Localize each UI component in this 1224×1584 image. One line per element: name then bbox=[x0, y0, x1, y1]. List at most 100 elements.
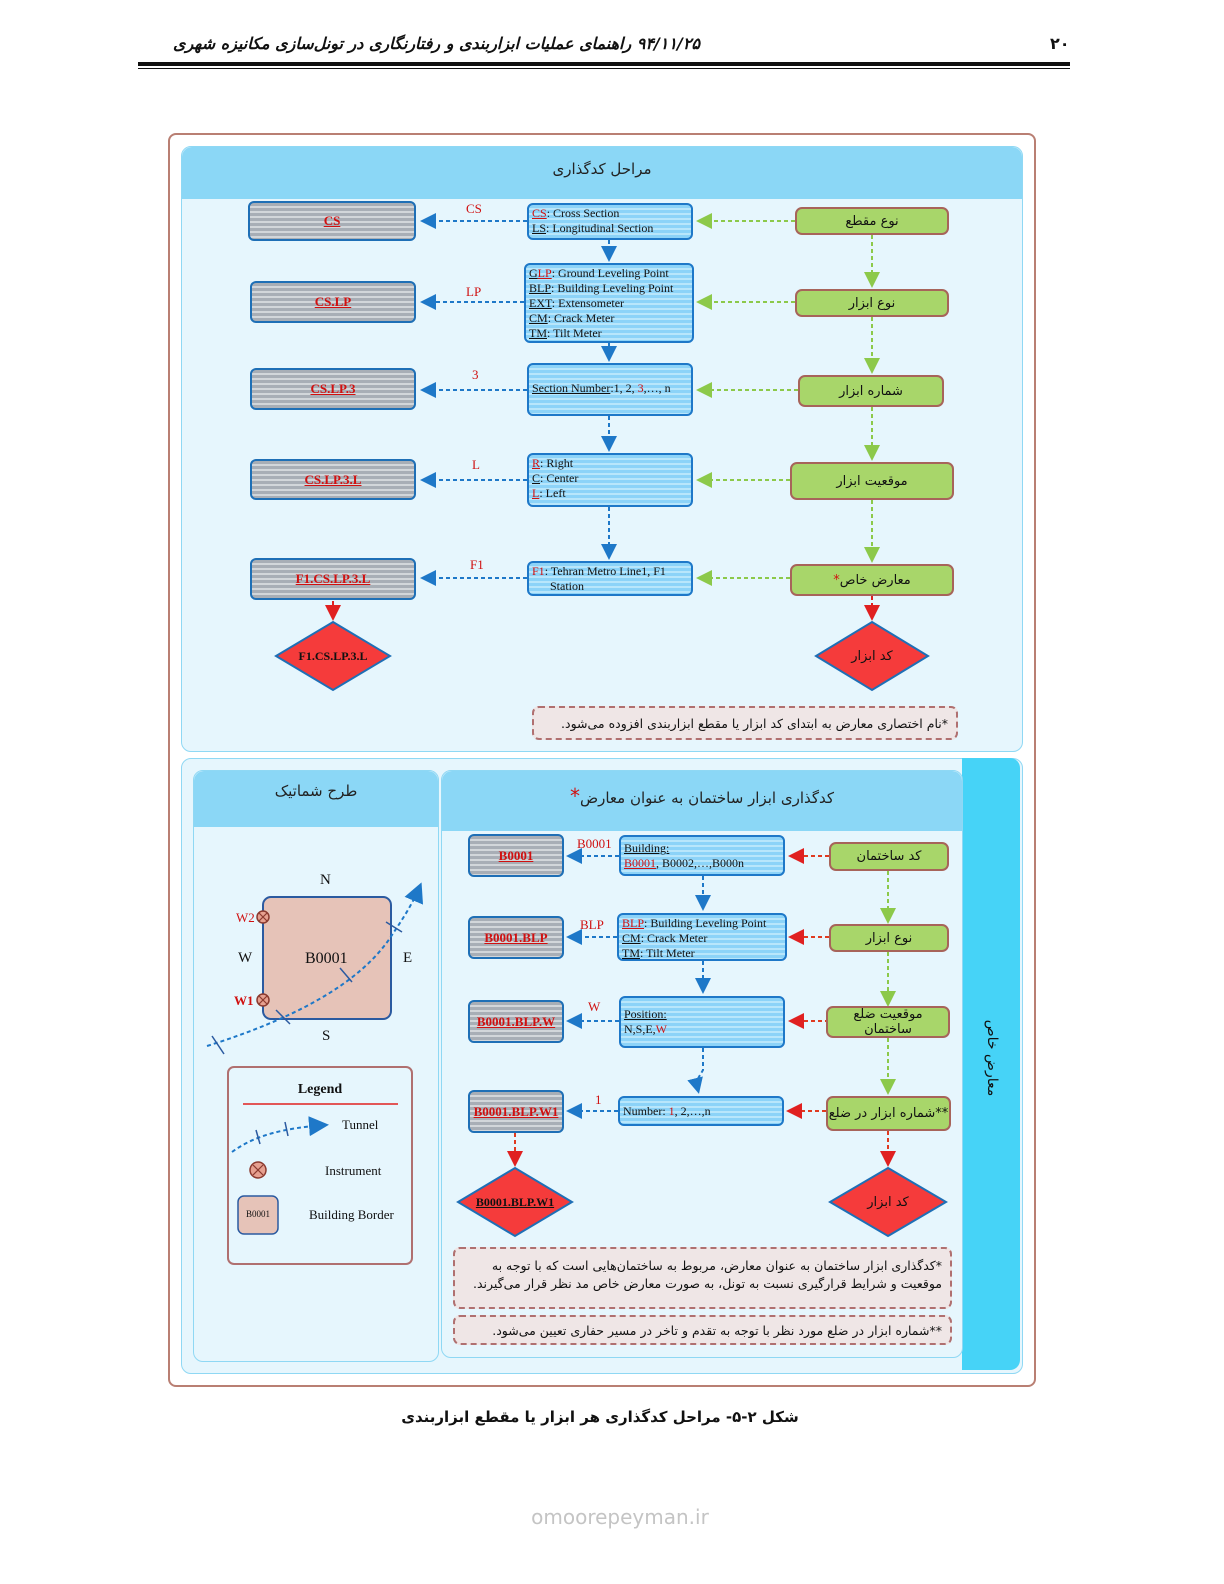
page-number: ۲۰ bbox=[1050, 34, 1070, 53]
option-line: GLP: Ground Leveling Point bbox=[529, 266, 669, 280]
result-code-2: CS.LP bbox=[250, 281, 416, 323]
running-header: ۹۴/۱۱/۲۵ راهنمای عملیات ابزاربندی و رفتا… bbox=[173, 34, 700, 53]
instrument-icon bbox=[256, 993, 270, 1007]
compass-south: S bbox=[322, 1028, 331, 1044]
coding-steps-title: مراحل کدگذاری bbox=[182, 147, 1022, 199]
watermark: omoorepeyman.ir bbox=[531, 1505, 709, 1529]
b-result-code-2: B0001.BLP bbox=[468, 916, 564, 959]
point-w2: W2 bbox=[236, 910, 255, 925]
result-code-4: CS.LP.3.L bbox=[250, 459, 416, 500]
options-position: R: Right C: Center L: Left bbox=[527, 453, 693, 507]
option-line: EXT: Extensometer bbox=[529, 296, 625, 310]
building-note-2: **شماره ابزار در ضلع مورد نظر با توجه به… bbox=[453, 1315, 952, 1345]
step-instrument-type: نوع ابزار bbox=[795, 289, 949, 317]
options-section-type: CS: Cross Section LS: Longitudinal Secti… bbox=[527, 203, 693, 240]
asterisk: * bbox=[833, 572, 840, 588]
arrow-label-5: F1 bbox=[470, 557, 484, 572]
compass-east: E bbox=[403, 950, 413, 966]
building-final-diamond-right bbox=[828, 1166, 948, 1238]
option-line: CS: Cross Section bbox=[532, 206, 620, 220]
step-instrument-number: شماره ابزار bbox=[798, 375, 944, 407]
point-w1: W1 bbox=[234, 993, 254, 1008]
legend-title: Legend bbox=[297, 1082, 343, 1097]
options-section-number: Section Number:1, 2, 3,…, n bbox=[527, 363, 693, 416]
option-line: CM: Crack Meter bbox=[622, 931, 708, 945]
tunnel-path bbox=[206, 882, 424, 1047]
option-line: BLP: Building Leveling Point bbox=[529, 281, 674, 295]
schematic-title: طرح شماتیک bbox=[194, 771, 438, 827]
option-line: R: Right bbox=[532, 456, 574, 470]
b-arrow-label-2: BLP bbox=[580, 917, 604, 932]
compass-west: W bbox=[238, 950, 253, 966]
compass-north: N bbox=[320, 872, 331, 888]
building-final-code: B0001.BLP.W1 bbox=[475, 1195, 555, 1209]
option-line: CM: Crack Meter bbox=[529, 311, 615, 325]
options-conflict: F1: Tehran Metro Line1, F1 Station bbox=[527, 561, 693, 596]
b-arrow-label-4: 1 bbox=[595, 1092, 602, 1107]
b-result-code-4: B0001.BLP.W1 bbox=[468, 1090, 564, 1133]
step-special-conflict: معارض خاص* bbox=[790, 564, 954, 596]
figure-frame bbox=[168, 133, 1036, 1387]
building-note-1: *کدگذاری ابزار ساختمان به عنوان معارض، م… bbox=[453, 1247, 952, 1309]
option-line: LS: Longitudinal Section bbox=[532, 221, 654, 235]
header-rule bbox=[138, 62, 1070, 66]
arrow-label-2: LP bbox=[466, 284, 482, 299]
step-instrument-position: موقعیت ابزار bbox=[790, 462, 954, 500]
b-step-instrument-type: نوع ابزار bbox=[829, 924, 949, 952]
step-section-type: نوع مقطع bbox=[795, 207, 949, 235]
option-line: C: Center bbox=[532, 471, 579, 485]
b-result-code-3: B0001.BLP.W bbox=[468, 1000, 564, 1043]
b-step-number-on-side-label: **شماره ابزار در ضلع bbox=[828, 1106, 949, 1121]
b-options-instrument: BLP: Building Leveling Point CM: Crack M… bbox=[617, 913, 787, 961]
legend-tunnel-label: Tunnel bbox=[342, 1117, 379, 1132]
arrow-label-1: CS bbox=[466, 201, 482, 216]
b-step-building-side: موقعیت ضلع ساختمان bbox=[826, 1006, 950, 1038]
b-options-position: Position: N,S,E,W bbox=[619, 996, 785, 1048]
option-line: N,S,E,W bbox=[624, 1022, 667, 1036]
legend-instrument-label: Instrument bbox=[325, 1163, 382, 1178]
step-special-conflict-label: معارض خاص bbox=[839, 572, 911, 588]
option-line: F1: Tehran Metro Line1, F1 bbox=[532, 564, 666, 578]
option-line: Position: bbox=[624, 1007, 667, 1021]
legend-building-icon bbox=[237, 1195, 279, 1235]
figure-caption: شکل ۲-۵- مراحل کدگذاری هر ابزار یا مقطع … bbox=[401, 1408, 799, 1426]
top-note: *نام اختصاری معارض به ابتدای کد ابزار یا… bbox=[532, 706, 958, 740]
b-step-building-code: کد ساختمان bbox=[829, 842, 949, 871]
option-line: B0001, B0002,…,B000n bbox=[624, 856, 745, 870]
building-final-label: کد ابزار bbox=[867, 1195, 909, 1210]
option-line: TM: Tilt Meter bbox=[622, 946, 695, 960]
building-border bbox=[262, 896, 392, 1020]
building-final-diamond-left bbox=[456, 1166, 574, 1238]
final-code-diamond-left bbox=[274, 620, 392, 692]
option-line: BLP: Building Leveling Point bbox=[622, 916, 767, 930]
b-options-building: Building: B0001, B0002,…,B000n bbox=[619, 835, 785, 876]
arrow-label-3: 3 bbox=[472, 367, 479, 382]
option-line: Building: bbox=[624, 841, 670, 855]
result-code-1: CS bbox=[248, 201, 416, 241]
b-options-number: Number: 1, 2,…,n bbox=[618, 1096, 784, 1126]
b-arrow-label-1: B0001 bbox=[577, 836, 612, 851]
legend-instrument-icon bbox=[249, 1161, 267, 1179]
result-code-5: F1.CS.LP.3.L bbox=[250, 558, 416, 600]
result-code-3: CS.LP.3 bbox=[250, 368, 416, 410]
b-step-number-on-side: **شماره ابزار در ضلع bbox=[826, 1096, 951, 1131]
arrow-label-4: L bbox=[472, 457, 480, 472]
legend-building-box-text: B0001 bbox=[245, 1209, 270, 1219]
option-line: TM: Tilt Meter bbox=[529, 326, 602, 340]
legend-building-label: Building Border bbox=[309, 1207, 394, 1222]
legend-tunnel-icon bbox=[231, 1116, 329, 1153]
header-rule-thin bbox=[138, 68, 1070, 69]
final-code-text: F1.CS.LP.3.L bbox=[298, 649, 368, 663]
options-instrument-type: GLP: Ground Leveling Point BLP: Building… bbox=[524, 263, 694, 343]
b-arrow-label-3: W bbox=[588, 999, 601, 1014]
final-code-label: کد ابزار bbox=[851, 649, 893, 664]
building-coding-title: کدگذاری ابزار ساختمان به عنوان معارض* bbox=[442, 771, 962, 831]
side-band bbox=[962, 758, 1020, 1370]
building-label: B0001 bbox=[305, 950, 348, 967]
final-code-diamond-right bbox=[814, 620, 930, 692]
option-line: L: Left bbox=[532, 486, 566, 500]
instrument-icon bbox=[256, 910, 270, 924]
